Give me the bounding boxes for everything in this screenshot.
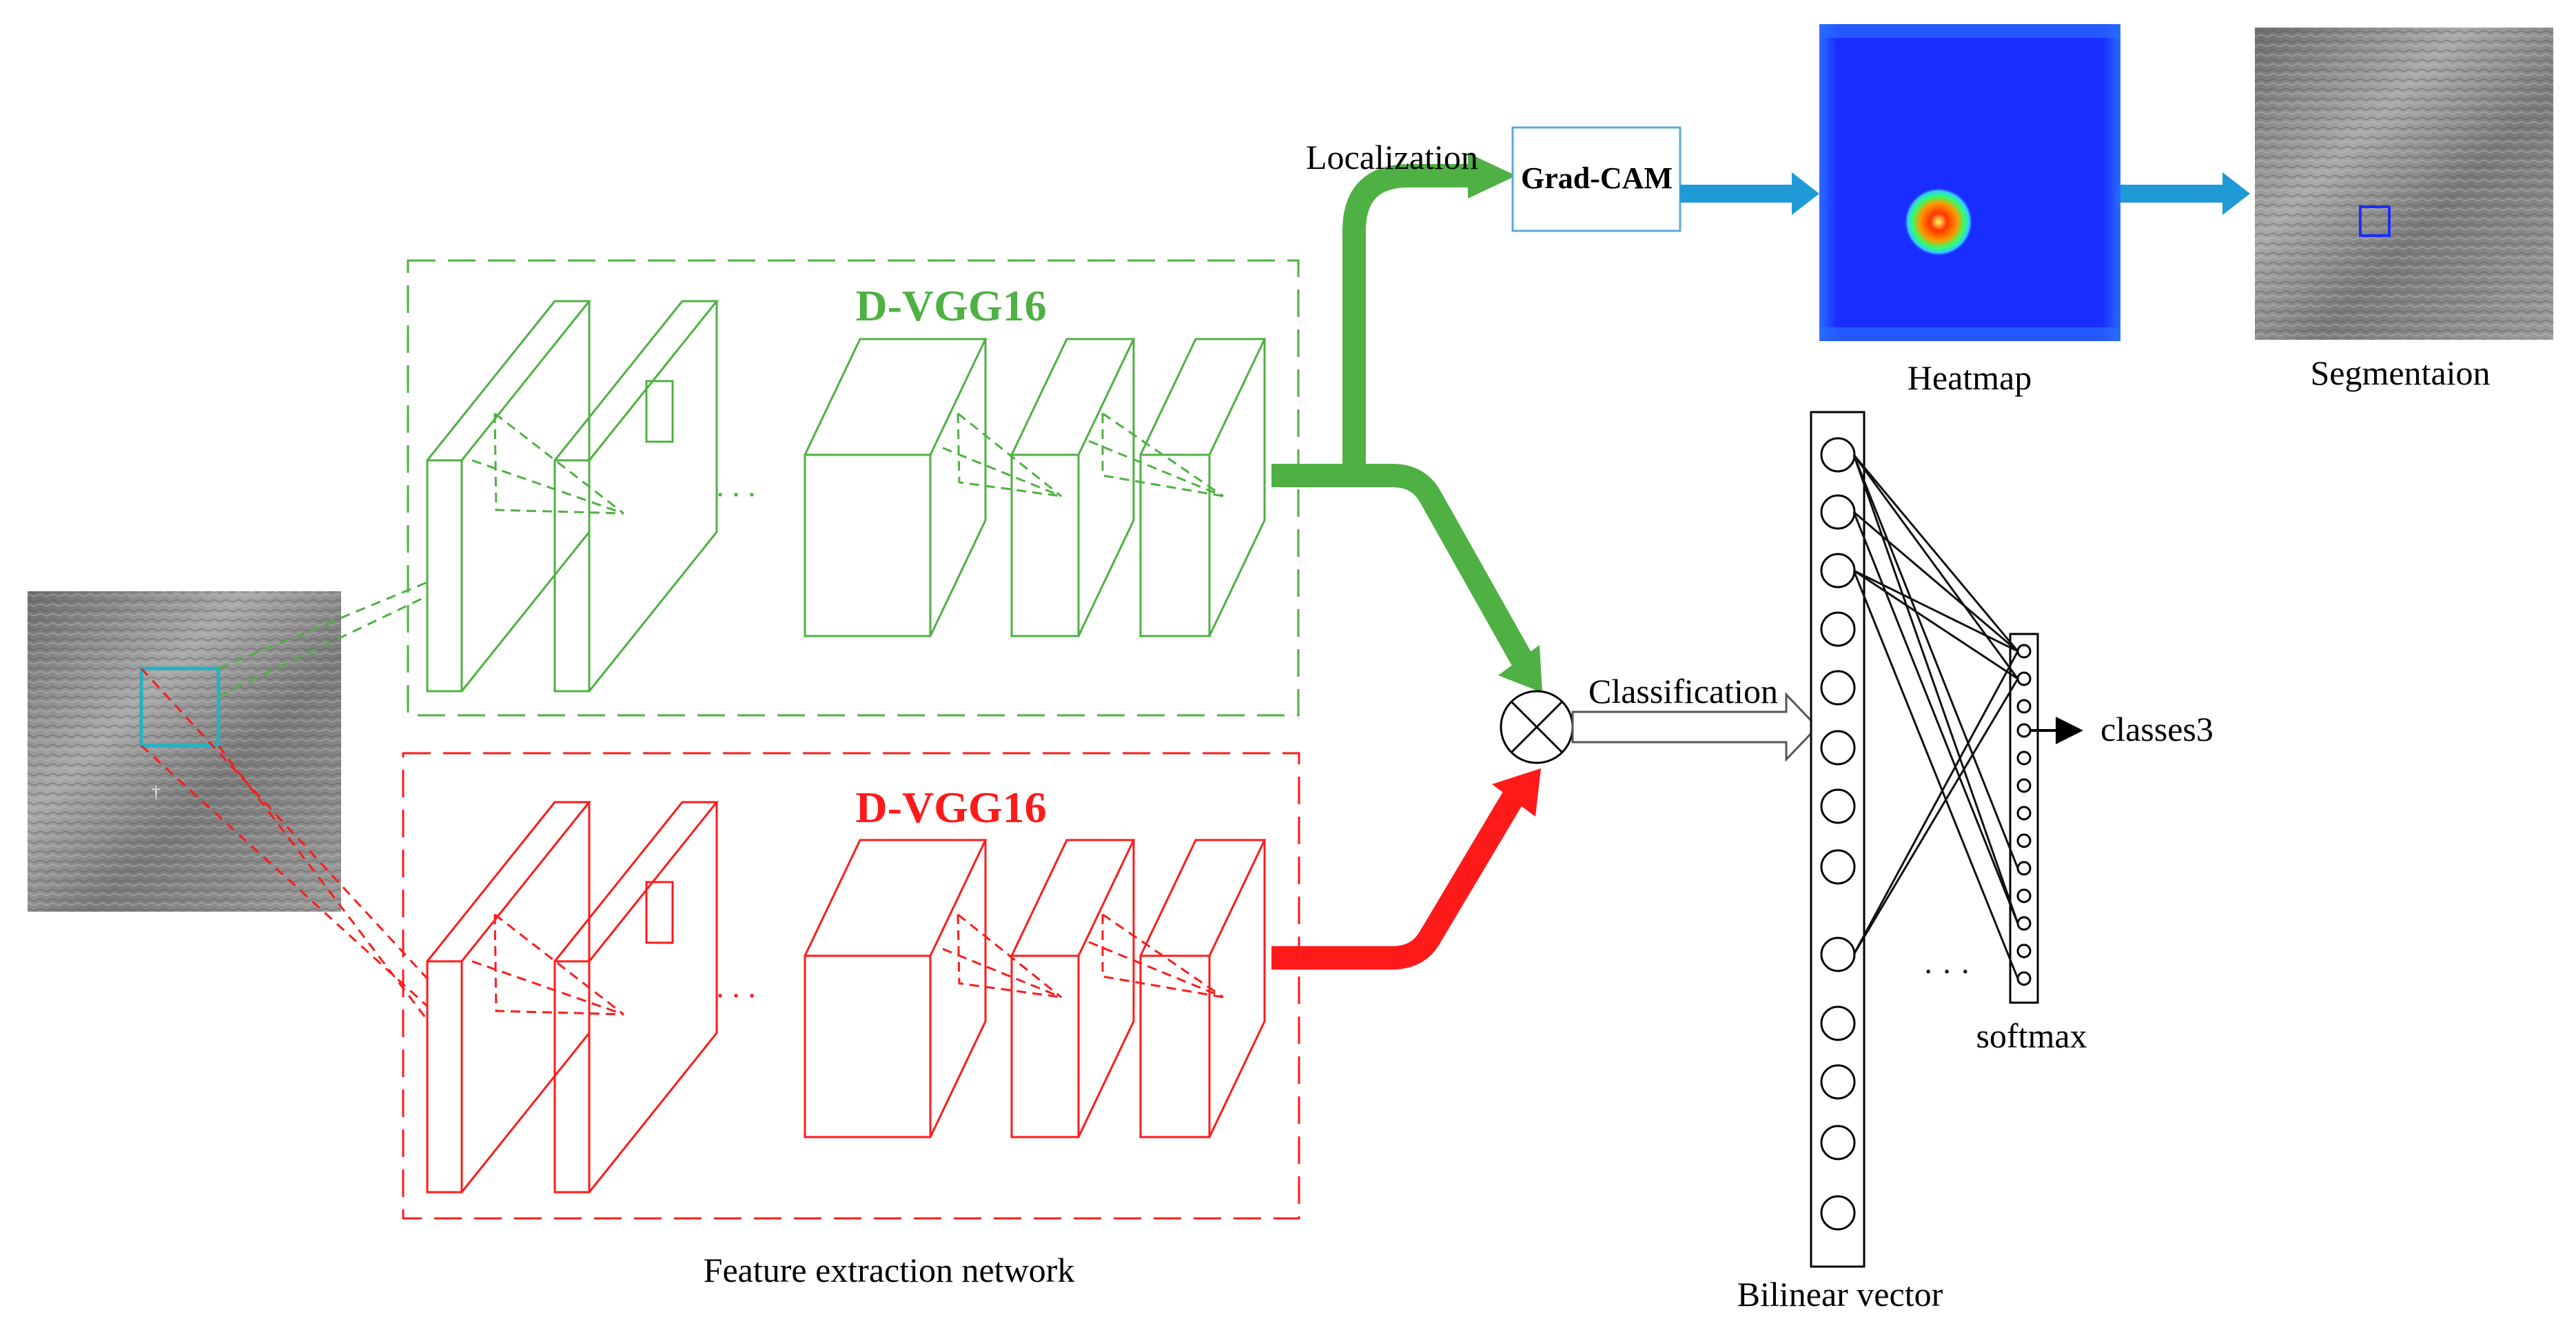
segmentation-image [2255, 28, 2553, 340]
segmentation-box [2359, 205, 2391, 237]
heatmap-label: Heatmap [1908, 358, 2032, 397]
green-arrowhead-merge [1498, 645, 1542, 693]
gradcam-label: Grad-CAM [1521, 161, 1673, 195]
softmax-label: softmax [1976, 1016, 2087, 1055]
segmentation-label: Segmentaion [2310, 354, 2490, 392]
heatmap-image [1819, 24, 2120, 341]
blue-arrows [1680, 172, 2250, 215]
bottom-branch [402, 752, 1300, 1220]
top-branch-ellipsis: . . . [716, 468, 756, 503]
bilinear-label: Bilinear vector [1737, 1275, 1943, 1313]
bilinear-vector [1810, 411, 1865, 1268]
red-arrowhead [1492, 768, 1541, 817]
outer-product-node [1500, 690, 1574, 764]
input-connectors [140, 581, 429, 1021]
bottom-branch-ellipsis: . . . [716, 969, 756, 1004]
bottom-branch-frame [402, 752, 1300, 1220]
green-arrowhead-localization [1468, 153, 1516, 198]
top-branch-frame [407, 259, 1300, 717]
feature-extraction-label: Feature extraction network [704, 1251, 1075, 1289]
classes-label: classes3 [2100, 710, 2214, 748]
localization-label: Localization [1306, 138, 1478, 176]
fc-ellipsis: · · · [1923, 954, 1971, 989]
top-branch [407, 259, 1300, 717]
green-flow [1271, 164, 1533, 668]
gradcam-box: Grad-CAM [1511, 126, 1681, 232]
bottom-branch-title: D-VGG16 [855, 783, 1046, 832]
input-image: † [28, 591, 341, 912]
softmax-column [2009, 633, 2039, 1004]
classification-label: Classification [1588, 672, 1778, 710]
red-flow [1271, 786, 1526, 970]
top-branch-title: D-VGG16 [855, 281, 1046, 330]
classification-arrow [1571, 692, 1819, 762]
roi-box [139, 666, 221, 748]
fc-connections [1852, 454, 2019, 979]
svg-text:†: † [152, 782, 161, 802]
